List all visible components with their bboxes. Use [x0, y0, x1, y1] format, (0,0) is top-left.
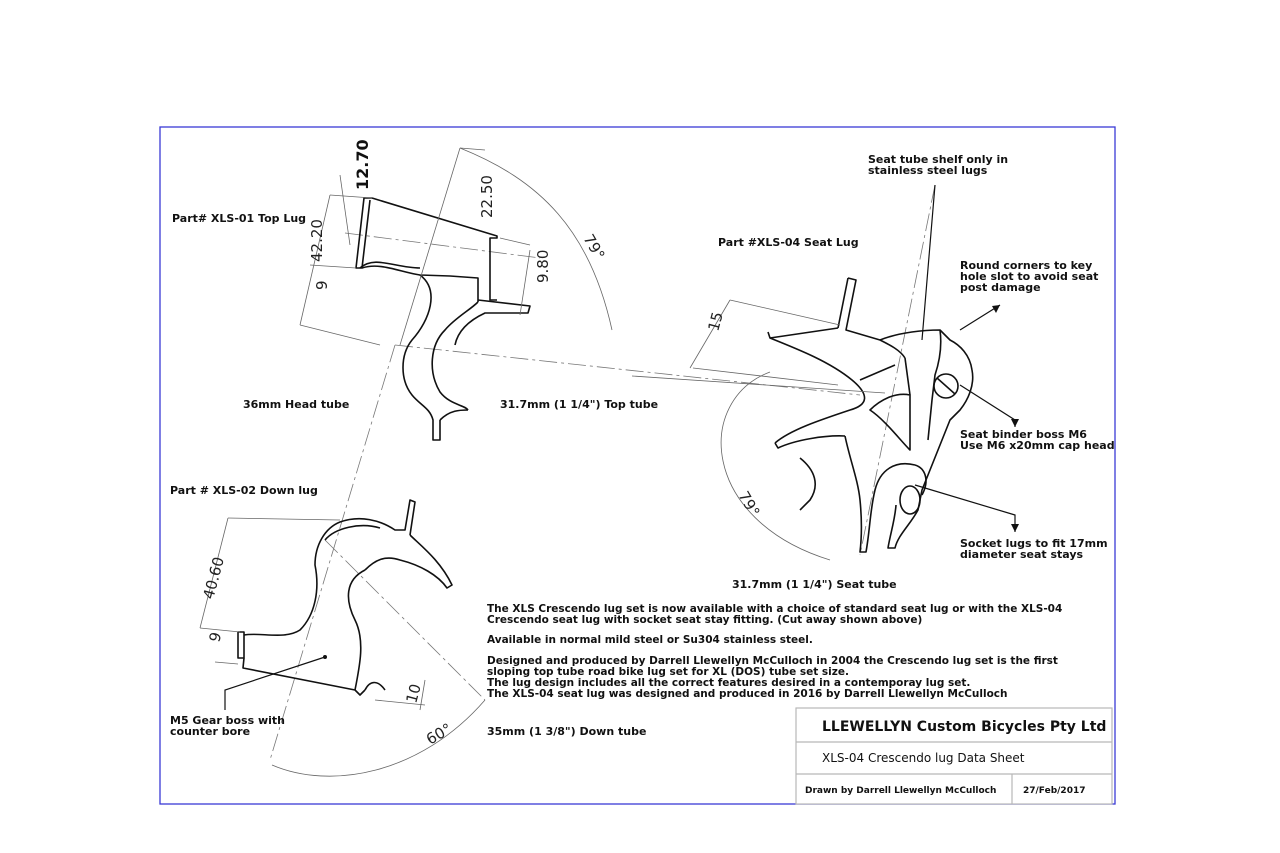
drawn-by: Drawn by Darrell Llewellyn McCulloch	[805, 786, 996, 796]
callout-shelf-line-1: Seat tube shelf only in	[868, 153, 1008, 166]
callout-binder-line-1: Seat binder boss M6	[960, 428, 1087, 441]
top-tube-label: 31.7mm (1 1/4") Top tube	[500, 398, 658, 411]
callout-socket: Socket lugs to fit 17mm diameter seat st…	[960, 537, 1111, 561]
dim-79-top: 79°	[580, 231, 609, 263]
sheet-title: XLS-04 Crescendo lug Data Sheet	[822, 751, 1025, 765]
note-line: Crescendo seat lug with socket seat stay…	[487, 614, 922, 626]
top-lug-dimensions	[299, 147, 613, 346]
callout-shelf: Seat tube shelf only in stainless steel …	[868, 153, 1012, 177]
note-line: Available in normal mild steel or Su304 …	[487, 634, 813, 646]
note-line: Designed and produced by Darrell Llewell…	[487, 655, 1058, 667]
sheet-border	[159, 126, 1116, 805]
callout-gear-line-2: counter bore	[170, 725, 250, 738]
dim-22-50: 22.50	[478, 175, 496, 218]
callout-socket-line-1: Socket lugs to fit 17mm	[960, 537, 1108, 550]
dim-12-70: 12.70	[353, 139, 372, 190]
note-line: The XLS-04 seat lug was designed and pro…	[487, 688, 1008, 700]
top-lug-title: Part# XLS-01 Top Lug	[172, 212, 306, 225]
callout-corners: Round corners to key hole slot to avoid …	[960, 259, 1102, 294]
note-line: sloping top tube road bike lug set for X…	[487, 666, 849, 678]
company-name: LLEWELLYN Custom Bicycles Pty Ltd	[822, 719, 1106, 735]
down-lug-title: Part # XLS-02 Down lug	[170, 484, 318, 497]
callout-corners-line-2: hole slot to avoid seat	[960, 270, 1098, 283]
callout-gear-line-1: M5 Gear boss with	[170, 714, 285, 727]
dim-79-seat: 79°	[735, 488, 764, 520]
callout-gear-boss: M5 Gear boss with counter bore	[170, 714, 289, 738]
seat-tube-label: 31.7mm (1 1/4") Seat tube	[732, 578, 897, 591]
down-lug-dimensions	[199, 517, 486, 777]
callout-shelf-line-2: stainless steel lugs	[868, 164, 988, 177]
callout-binder-line-2: Use M6 x20mm cap head	[960, 439, 1115, 452]
down-tube-label: 35mm (1 3/8") Down tube	[487, 725, 646, 738]
dim-9-80: 9.80	[534, 250, 552, 283]
note-line: The XLS Crescendo lug set is now availab…	[487, 603, 1062, 615]
down-lug-drawing	[237, 344, 486, 761]
dim-42-20: 42.20	[308, 219, 326, 262]
seat-lug-dimensions	[631, 299, 886, 561]
callout-socket-line-2: diameter seat stays	[960, 548, 1084, 561]
note-line: The lug design includes all the correct …	[487, 677, 970, 689]
head-tube-label: 36mm Head tube	[243, 398, 349, 411]
callout-binder: Seat binder boss M6 Use M6 x20mm cap hea…	[960, 428, 1115, 452]
dim-60: 60°	[423, 720, 455, 749]
drawing-date: 27/Feb/2017	[1023, 786, 1085, 796]
dim-9-down: 9	[205, 630, 225, 644]
seat-lug-title: Part #XLS-04 Seat Lug	[718, 236, 859, 249]
seat-lug-callouts	[914, 184, 1019, 532]
dim-40-60: 40.60	[199, 555, 228, 601]
notes-block: The XLS Crescendo lug set is now availab…	[487, 603, 1066, 700]
dim-10: 10	[402, 682, 424, 705]
dim-9-top: 9	[313, 280, 331, 290]
dim-15: 15	[704, 310, 726, 333]
title-block	[795, 707, 1113, 805]
seat-lug-drawing	[767, 184, 974, 556]
top-lug-drawing	[344, 197, 861, 441]
callout-corners-line-3: post damage	[960, 281, 1041, 294]
callout-corners-line-1: Round corners to key	[960, 259, 1092, 272]
